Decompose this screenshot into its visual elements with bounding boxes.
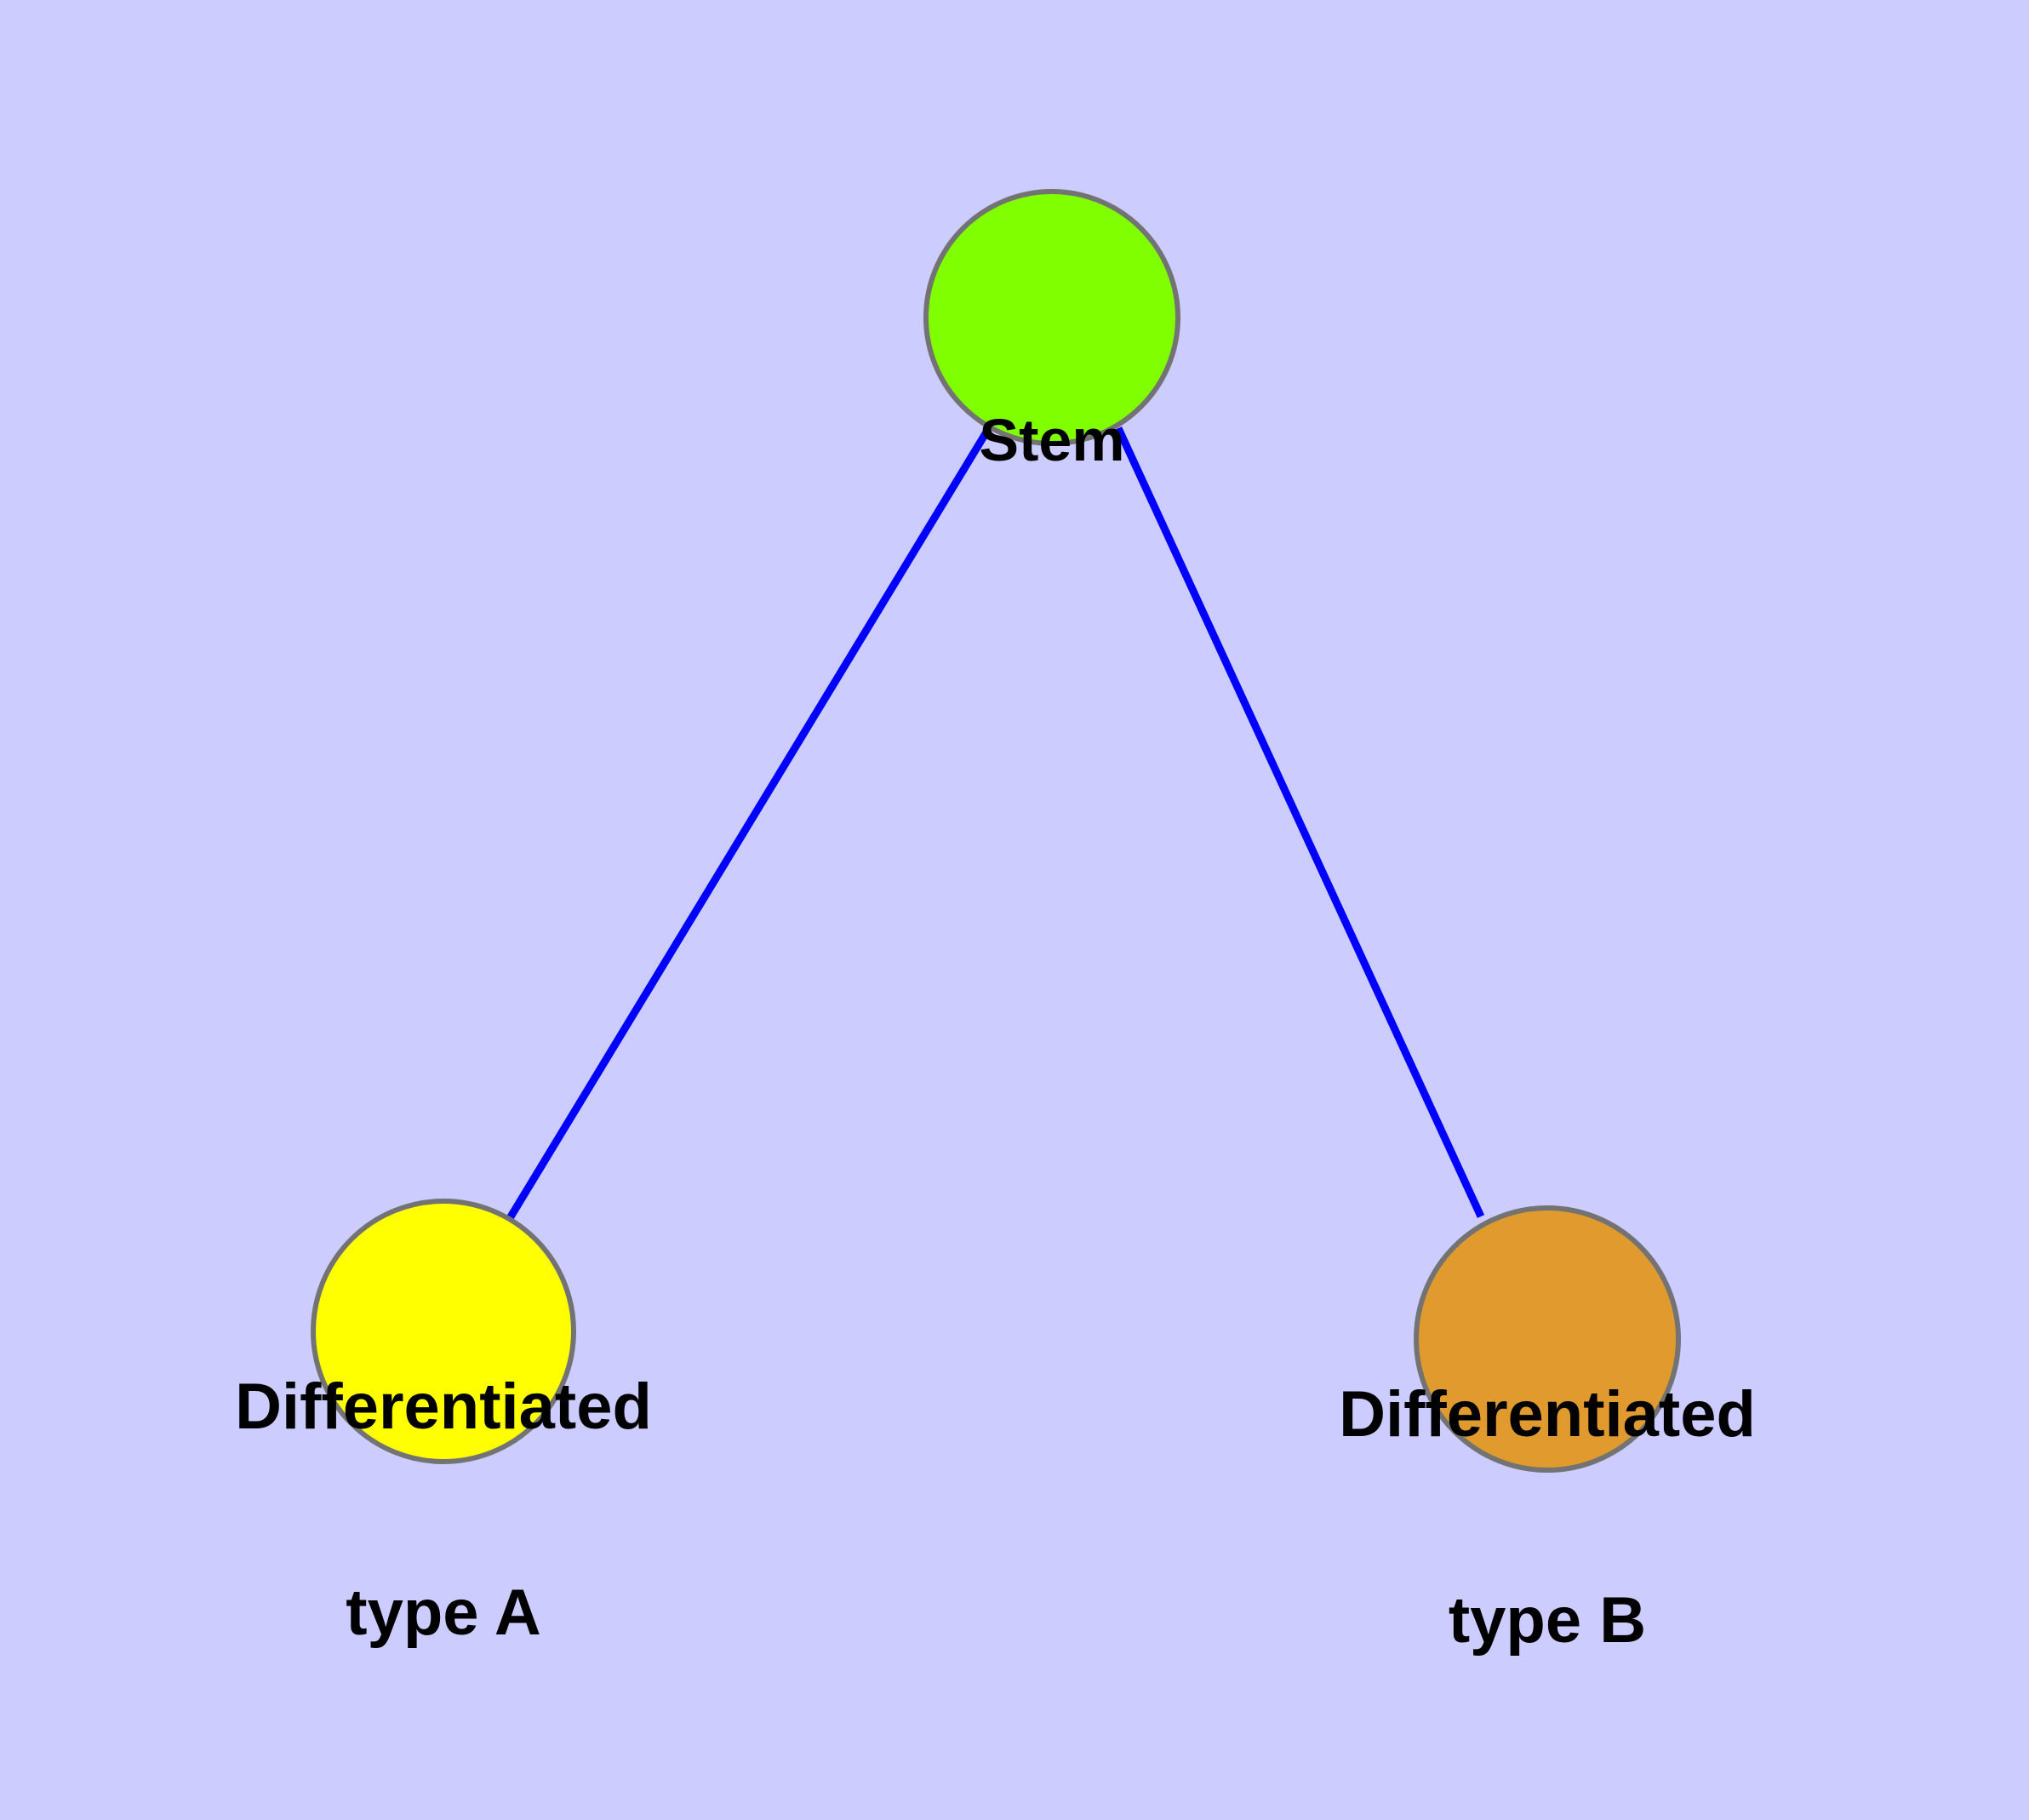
- node-layer: [311, 189, 1681, 1473]
- node-differentiated-type-a[interactable]: [311, 1199, 576, 1464]
- edge-stem-to-diff-a[interactable]: [504, 424, 993, 1225]
- edge-stem-to-diff-b[interactable]: [1114, 426, 1485, 1218]
- edge-layer: [504, 424, 1485, 1225]
- node-differentiated-type-b[interactable]: [1414, 1205, 1681, 1473]
- node-stem[interactable]: [923, 189, 1180, 446]
